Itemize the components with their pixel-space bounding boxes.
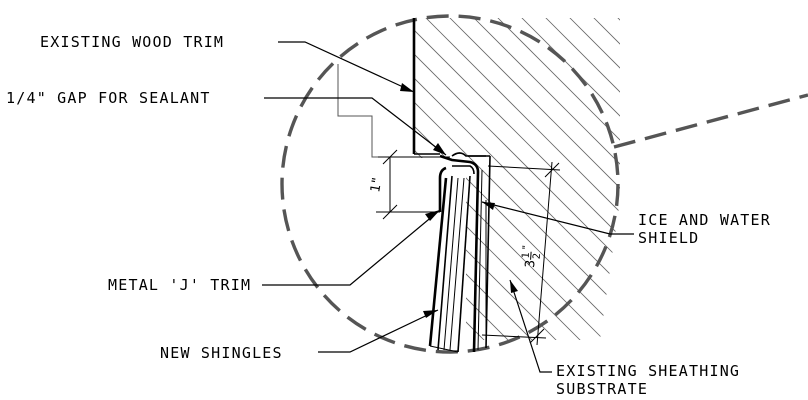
hatch-line (575, 18, 620, 340)
label-metal-j-trim: METAL 'J' TRIM (108, 276, 251, 294)
label-existing-sheathing-2: SUBSTRATE (556, 380, 648, 398)
detail-callout-circle (280, 14, 620, 354)
hatch-line (768, 0, 808, 360)
hatch-line (48, 0, 408, 360)
hatch-line (648, 0, 808, 360)
hatch-line (414, 18, 620, 340)
hatch-line (672, 0, 808, 360)
hatch-line (624, 0, 808, 360)
hatch-line (551, 18, 620, 340)
leader-gap-for-sealant (264, 97, 447, 156)
label-existing-sheathing-1: EXISTING SHEATHING (556, 362, 740, 380)
hatch-line (414, 18, 529, 340)
ice-and-water-shield (451, 152, 486, 351)
hatch-line (414, 18, 601, 340)
leader-new-shingles (318, 309, 439, 353)
hatch-line (414, 18, 553, 340)
dimension-3-half-den: 2 (532, 253, 543, 260)
hatch-line (479, 18, 620, 340)
dimension-3-half-whole: 3 (523, 259, 539, 268)
hatch-line (0, 0, 360, 360)
hatch-line (414, 18, 620, 340)
hatch-line (744, 0, 808, 360)
hatch-line (503, 18, 620, 340)
hatch-line (414, 18, 457, 340)
dimension-3-half-num: 1 (521, 252, 532, 259)
wood-hatch (0, 0, 808, 360)
leader-existing-sheathing (509, 279, 552, 373)
label-ice-and-water-2: SHIELD (638, 229, 699, 247)
hatch-line (599, 18, 620, 340)
dimension-3-half-unit: " (521, 244, 532, 251)
hatch-line (792, 0, 808, 360)
label-new-shingles: NEW SHINGLES (160, 344, 283, 362)
metal-j-trim (438, 154, 480, 353)
dimension-3-half-in: 3 1 2 " (481, 161, 561, 346)
hatch-line (720, 0, 808, 360)
hatch-line (414, 18, 620, 340)
hatch-line (414, 18, 481, 340)
leader-existing-wood-trim (278, 41, 415, 93)
detail-callout-leader (613, 93, 808, 149)
leader-metal-j-trim (262, 209, 441, 286)
hatch-line (414, 18, 577, 340)
hatch-line (414, 18, 505, 340)
hatch-line (696, 0, 808, 360)
new-shingles (428, 175, 471, 353)
hatch-line (527, 18, 620, 340)
leader-ice-and-water (481, 201, 634, 235)
hatch-line (414, 18, 620, 340)
hatch-line (414, 18, 620, 340)
hatch-line (414, 18, 620, 340)
dimension-1in: 1" (368, 149, 450, 220)
hatch-line (431, 18, 620, 340)
label-gap-for-sealant: 1/4" GAP FOR SEALANT (6, 89, 211, 107)
dimension-1in-text: 1" (368, 176, 385, 194)
hatch-line (414, 18, 620, 340)
hatch-line (455, 18, 620, 340)
label-existing-wood-trim: EXISTING WOOD TRIM (40, 33, 224, 51)
label-ice-and-water-1: ICE AND WATER (638, 211, 771, 229)
